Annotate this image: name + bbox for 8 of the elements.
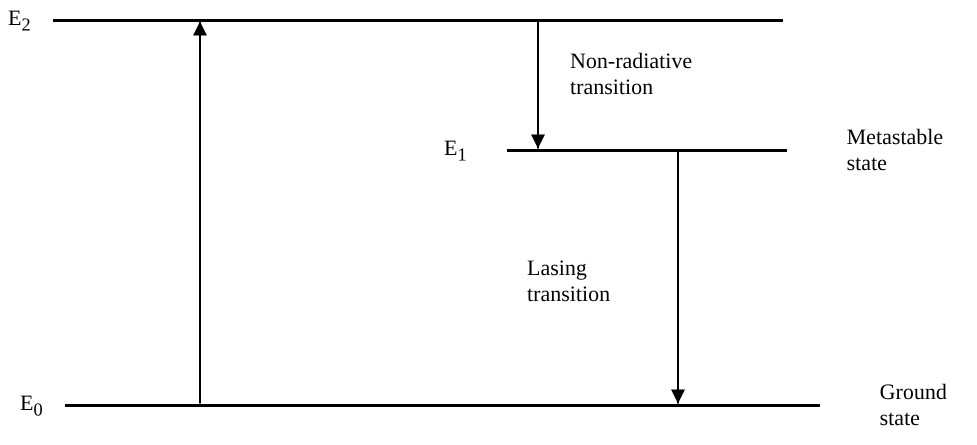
arrow bbox=[193, 22, 207, 404]
state-label: Ground state bbox=[880, 379, 948, 431]
level-label: E$_{2}$ bbox=[8, 4, 31, 36]
level-label: E$_{0}$ bbox=[20, 390, 43, 420]
state-label: Metastable state bbox=[846, 124, 944, 176]
arrow bbox=[671, 152, 685, 404]
level-label: E$_{1}$ bbox=[444, 134, 467, 166]
arrow bbox=[531, 22, 545, 148]
